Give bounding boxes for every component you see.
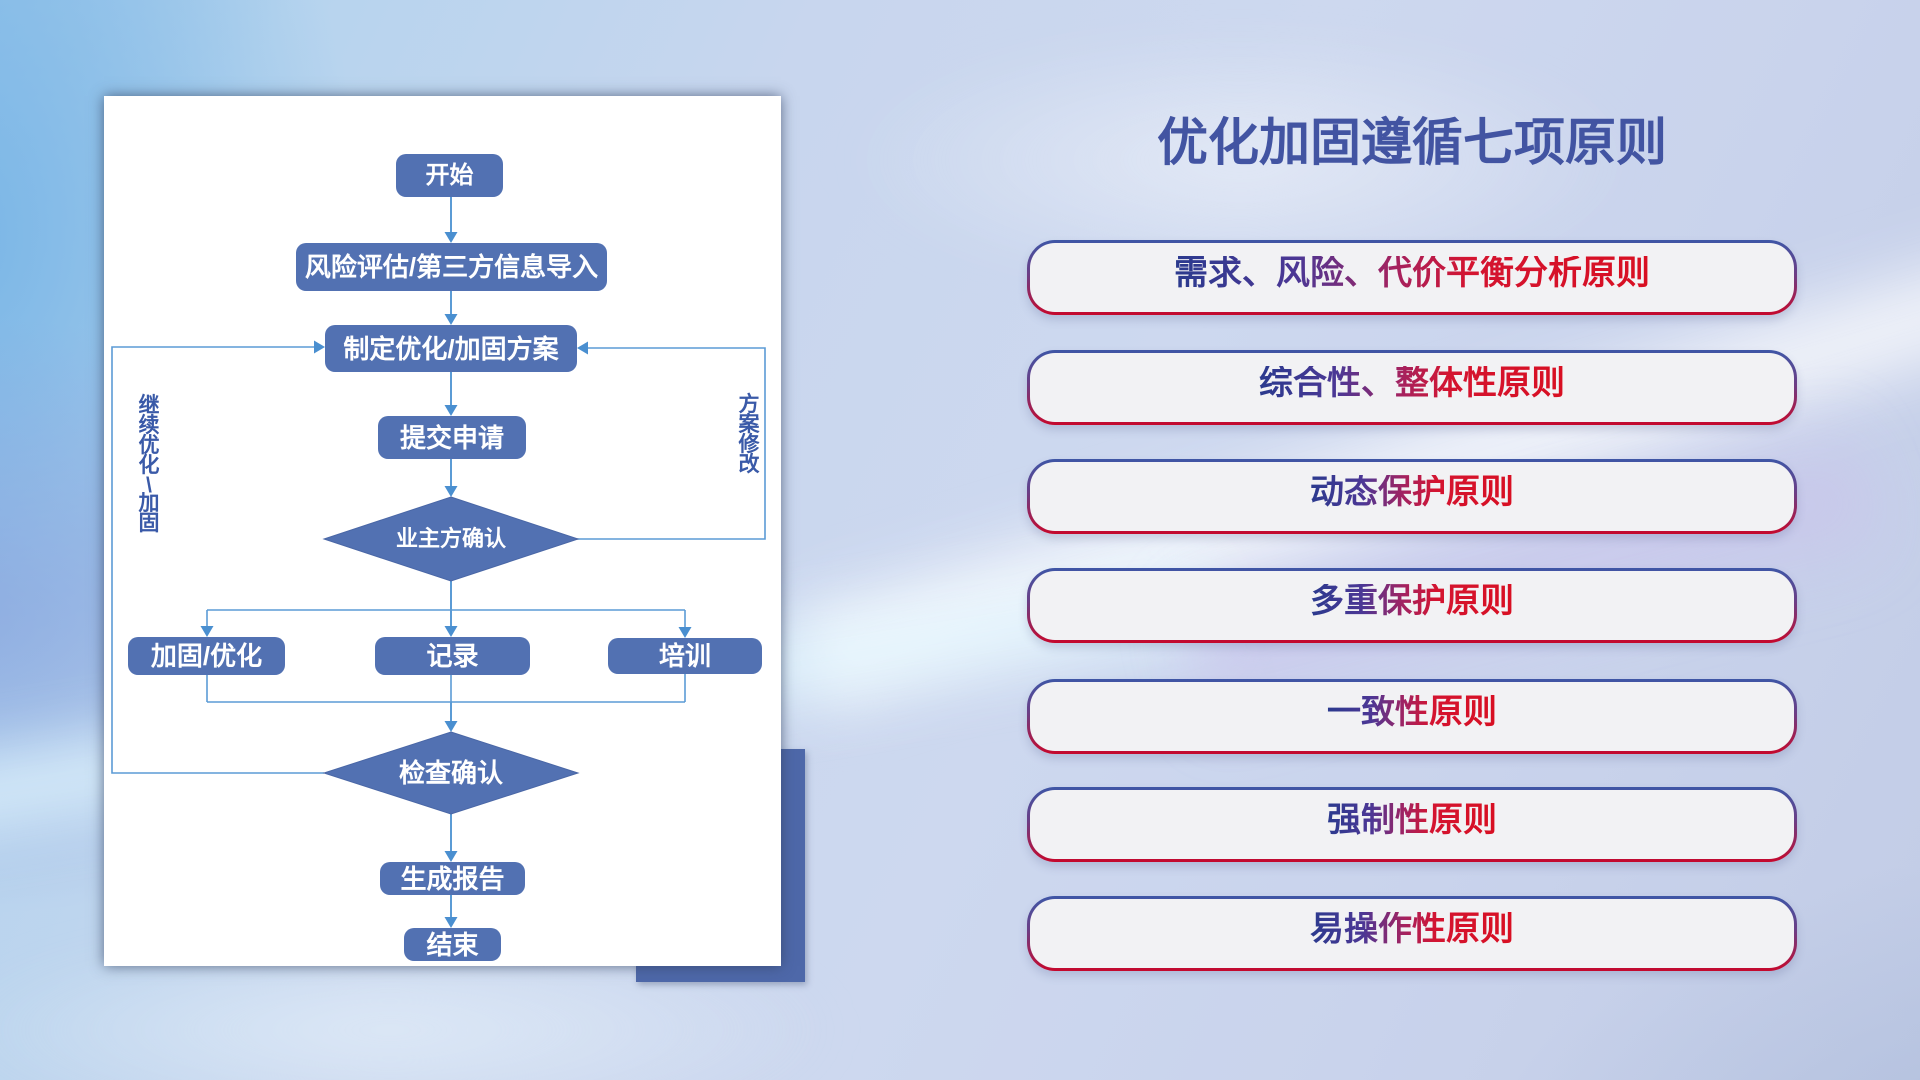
connector-loop-lines xyxy=(111,346,766,774)
decision-check-confirm-shape xyxy=(322,731,580,815)
principle-text: 强制性原则 xyxy=(1327,800,1497,839)
flow-node-start: 开始 xyxy=(396,154,503,197)
flow-node-end: 结束 xyxy=(404,928,501,961)
flow-node-check-confirm-label: 检查确认 xyxy=(398,758,503,788)
decision-diamonds xyxy=(322,496,580,815)
arrowhead-icons xyxy=(200,232,692,928)
panel-title: 优化加固遵循七项原则 xyxy=(1156,114,1667,171)
flow-node-record: 记录 xyxy=(375,637,530,675)
principle-text: 易操作性原则 xyxy=(1310,909,1514,948)
flow-node-owner-confirm-label: 业主方确认 xyxy=(395,526,506,551)
principle-text: 一致性原则 xyxy=(1327,692,1497,731)
flow-node-risk-import: 风险评估/第三方信息导入 xyxy=(296,243,607,291)
principle-pill-body: 动态保护原则 xyxy=(1030,462,1794,531)
principle-pill: 需求、风险、代价平衡分析原则 xyxy=(1027,240,1797,315)
principle-pill-body: 综合性、整体性原则 xyxy=(1030,353,1794,422)
principle-pill-body: 需求、风险、代价平衡分析原则 xyxy=(1030,243,1794,312)
decision-owner-confirm-shape xyxy=(322,496,580,582)
principle-pill-body: 强制性原则 xyxy=(1030,790,1794,859)
loop-label-continue-optimize: 继续优化/加固 xyxy=(138,394,160,535)
flow-node-training: 培训 xyxy=(608,638,762,674)
principle-text: 综合性、整体性原则 xyxy=(1259,363,1565,402)
principle-pill: 易操作性原则 xyxy=(1027,896,1797,971)
principle-pill: 动态保护原则 xyxy=(1027,459,1797,534)
flowchart-connectors xyxy=(111,197,766,928)
principle-text: 需求、风险、代价平衡分析原则 xyxy=(1174,253,1650,292)
principle-pill: 多重保护原则 xyxy=(1027,568,1797,643)
loop-label-plan-modify: 方案修改 xyxy=(738,393,760,476)
principle-pill-body: 一致性原则 xyxy=(1030,682,1794,751)
principle-pill: 强制性原则 xyxy=(1027,787,1797,862)
flowchart-card: 开始 风险评估/第三方信息导入 制定优化/加固方案 提交申请 业主方确认 加固/… xyxy=(104,96,781,966)
flow-node-report: 生成报告 xyxy=(380,862,525,895)
flow-node-make-plan: 制定优化/加固方案 xyxy=(325,325,577,372)
principle-text: 多重保护原则 xyxy=(1310,581,1514,620)
principle-pill: 一致性原则 xyxy=(1027,679,1797,754)
flow-node-submit: 提交申请 xyxy=(378,416,526,459)
principle-text: 动态保护原则 xyxy=(1310,472,1514,511)
principle-pill-body: 易操作性原则 xyxy=(1030,899,1794,968)
principle-pill: 综合性、整体性原则 xyxy=(1027,350,1797,425)
principle-pill-body: 多重保护原则 xyxy=(1030,571,1794,640)
flow-node-harden-optimize: 加固/优化 xyxy=(128,637,285,675)
